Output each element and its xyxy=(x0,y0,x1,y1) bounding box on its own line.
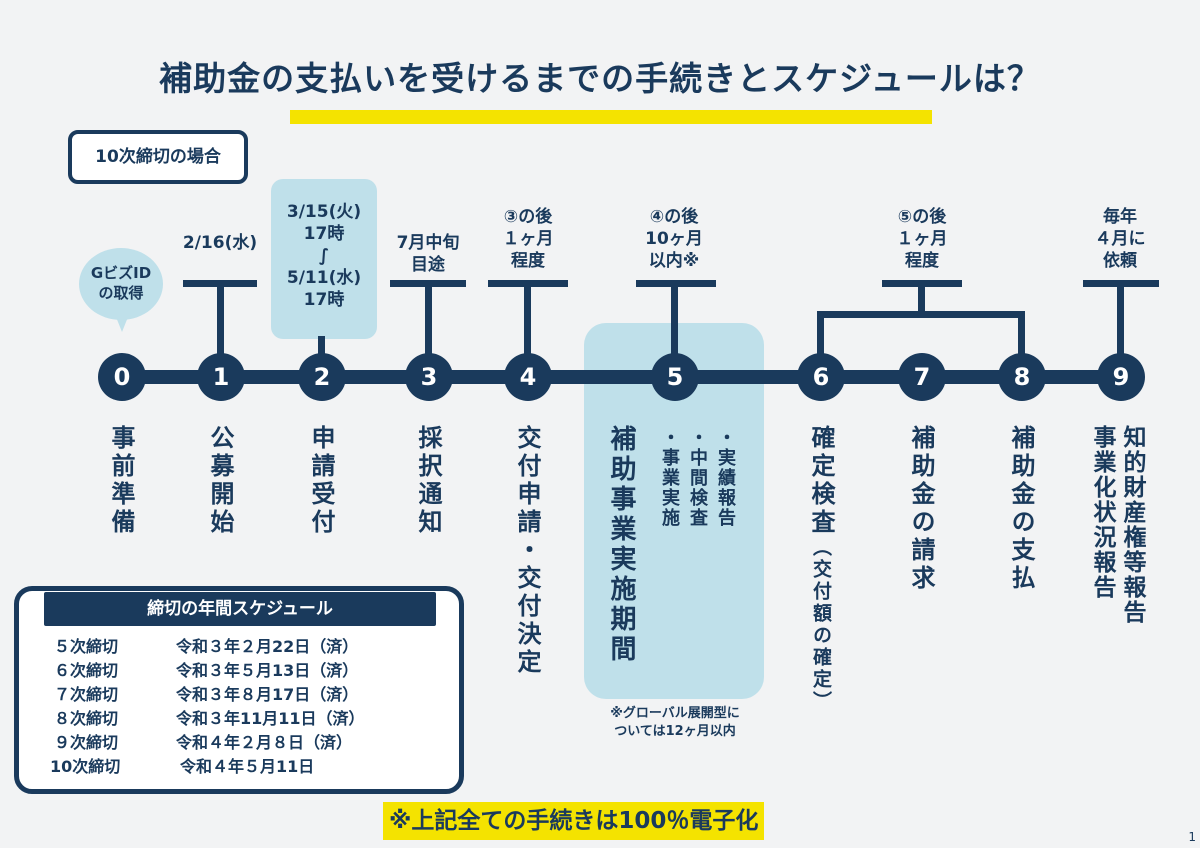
digitalization-note: ※上記全ての手続きは100％電子化 xyxy=(383,802,765,840)
step-6-8-above-text: ⑤の後 １ヶ月 程度 xyxy=(896,207,948,271)
schedule-row-date: 令和３年８月17日（済） xyxy=(176,685,359,704)
step-5-sub-item-2: ・中間検査 xyxy=(687,428,708,528)
step-node-8: 8 xyxy=(998,353,1046,401)
step-9-label-line2: 事業化状況報告 xyxy=(1089,425,1115,600)
step-node-5: 5 xyxy=(651,353,699,401)
case-label: 10次締切の場合 xyxy=(68,130,248,184)
schedule-row-name: ６次締切 xyxy=(54,661,119,680)
step-node-4: 4 xyxy=(504,353,552,401)
step-5-sub-item-3: ・実績報告 xyxy=(715,428,736,528)
connector-3-stem xyxy=(425,280,432,360)
step-node-9: 9 xyxy=(1097,353,1145,401)
schedule-row-name: ５次締切 xyxy=(54,637,119,656)
connector-6-stem xyxy=(817,311,824,360)
connector-2-stem xyxy=(318,336,325,360)
schedule-row-date: 令和３年11月11日（済） xyxy=(176,709,365,728)
step-9-above-text: 毎年 ４月に 依頼 xyxy=(1094,207,1146,271)
step-node-1: 1 xyxy=(197,353,245,401)
step-5-sub-item-1: ・事業実施 xyxy=(659,428,680,528)
step-node-6: 6 xyxy=(797,353,845,401)
title-underline xyxy=(290,110,932,124)
global-expansion-footnote: ※グローバル展開型に ついては12ヶ月以内 xyxy=(610,706,740,739)
step-node-2: 2 xyxy=(298,353,346,401)
connector-5-stem xyxy=(671,280,678,360)
page-title: 補助金の支払いを受けるまでの手続きとスケジュールは？ xyxy=(159,59,1041,98)
page-number: 1 xyxy=(1188,830,1196,844)
step-5-above-text: ④の後 10ヶ月 以内※ xyxy=(645,207,703,271)
step-3-above-text: 7月中旬 目途 xyxy=(396,233,460,275)
schedule-row-date: 令和３年５月13日（済） xyxy=(176,661,359,680)
step-2-above-text: 3/15(火) 17時 ∫ 5/11(水) 17時 xyxy=(286,202,362,310)
application-period-box: 3/15(火) 17時 ∫ 5/11(水) 17時 xyxy=(271,179,377,339)
step-node-0: 0 xyxy=(98,353,146,401)
connector-9-stem xyxy=(1117,280,1124,360)
schedule-row-name: ７次締切 xyxy=(54,685,119,704)
step-4-above-text: ③の後 １ヶ月 程度 xyxy=(502,207,554,271)
step-4-label: 交付申請・交付決定 xyxy=(513,425,541,677)
schedule-row-name: 10次締切 xyxy=(50,757,121,776)
timeline-line xyxy=(120,370,1120,384)
step-2-label: 申請受付 xyxy=(307,425,335,537)
connector-4-stem xyxy=(524,280,531,360)
step-6-label-main: 確定検査 xyxy=(807,425,835,537)
step-node-3: 3 xyxy=(405,353,453,401)
step-3-label: 採択通知 xyxy=(414,425,442,537)
gbizid-bubble: GビズID の取得 xyxy=(79,248,163,320)
step-8-label: 補助金の支払 xyxy=(1007,425,1035,593)
schedule-row-name: ８次締切 xyxy=(54,709,119,728)
schedule-row-date: 令和４年５月11日 xyxy=(180,757,315,776)
corner-stripe xyxy=(0,0,105,10)
connector-1-stem xyxy=(217,280,224,360)
step-node-7: 7 xyxy=(898,353,946,401)
step-0-label: 事前準備 xyxy=(107,425,135,537)
schedule-row-name: ９次締切 xyxy=(54,733,119,752)
step-1-label: 公募開始 xyxy=(206,425,234,537)
step-6-label-note: （交付額の確定） xyxy=(810,537,832,713)
schedule-row-date: 令和３年２月22日（済） xyxy=(176,637,359,656)
connector-8-stem xyxy=(1018,311,1025,360)
step-7-label: 補助金の請求 xyxy=(907,425,935,593)
step-9-label: 知的財産権等報告 xyxy=(1119,425,1145,625)
schedule-header: 締切の年間スケジュール xyxy=(44,592,436,626)
step-6-label: 確定検査（交付額の確定） xyxy=(804,425,839,713)
step-5-label: 補助事業実施期間 xyxy=(606,425,636,665)
connector-6-8-bracket-bar xyxy=(817,311,1025,318)
schedule-row-date: 令和４年２月８日（済） xyxy=(176,733,353,752)
connector-6-8-center-stem xyxy=(918,280,925,314)
step-1-above-text: 2/16(水) xyxy=(182,233,258,253)
step-0-above-text: GビズID の取得 xyxy=(90,264,152,302)
